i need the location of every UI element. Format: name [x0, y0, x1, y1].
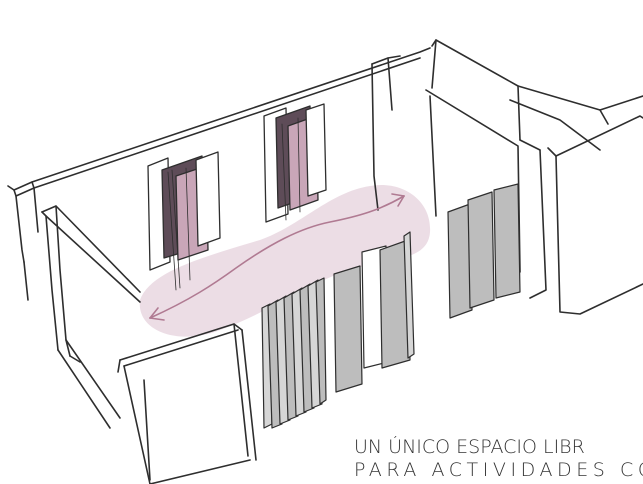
caption-line-2: PARA ACTIVIDADES CO	[354, 459, 643, 481]
right-room-walls	[371, 39, 643, 315]
grey-panels-stacked	[261, 277, 327, 429]
caption-line-1: UN ÚNICO ESPACIO LIBR	[354, 436, 585, 458]
grey-panels-right	[447, 183, 521, 319]
left-wall	[41, 205, 141, 429]
double-headed-arrow-icon	[149, 193, 405, 321]
caption: UN ÚNICO ESPACIO LIBR PARA ACTIVIDADES C…	[354, 436, 643, 484]
grey-panels-center	[333, 231, 415, 393]
circulation-zone	[139, 184, 431, 337]
door-leaves-back-left	[147, 151, 221, 291]
door-leaves-back-center	[263, 103, 327, 223]
back-wall	[7, 47, 431, 301]
front-left-wall	[117, 323, 257, 484]
